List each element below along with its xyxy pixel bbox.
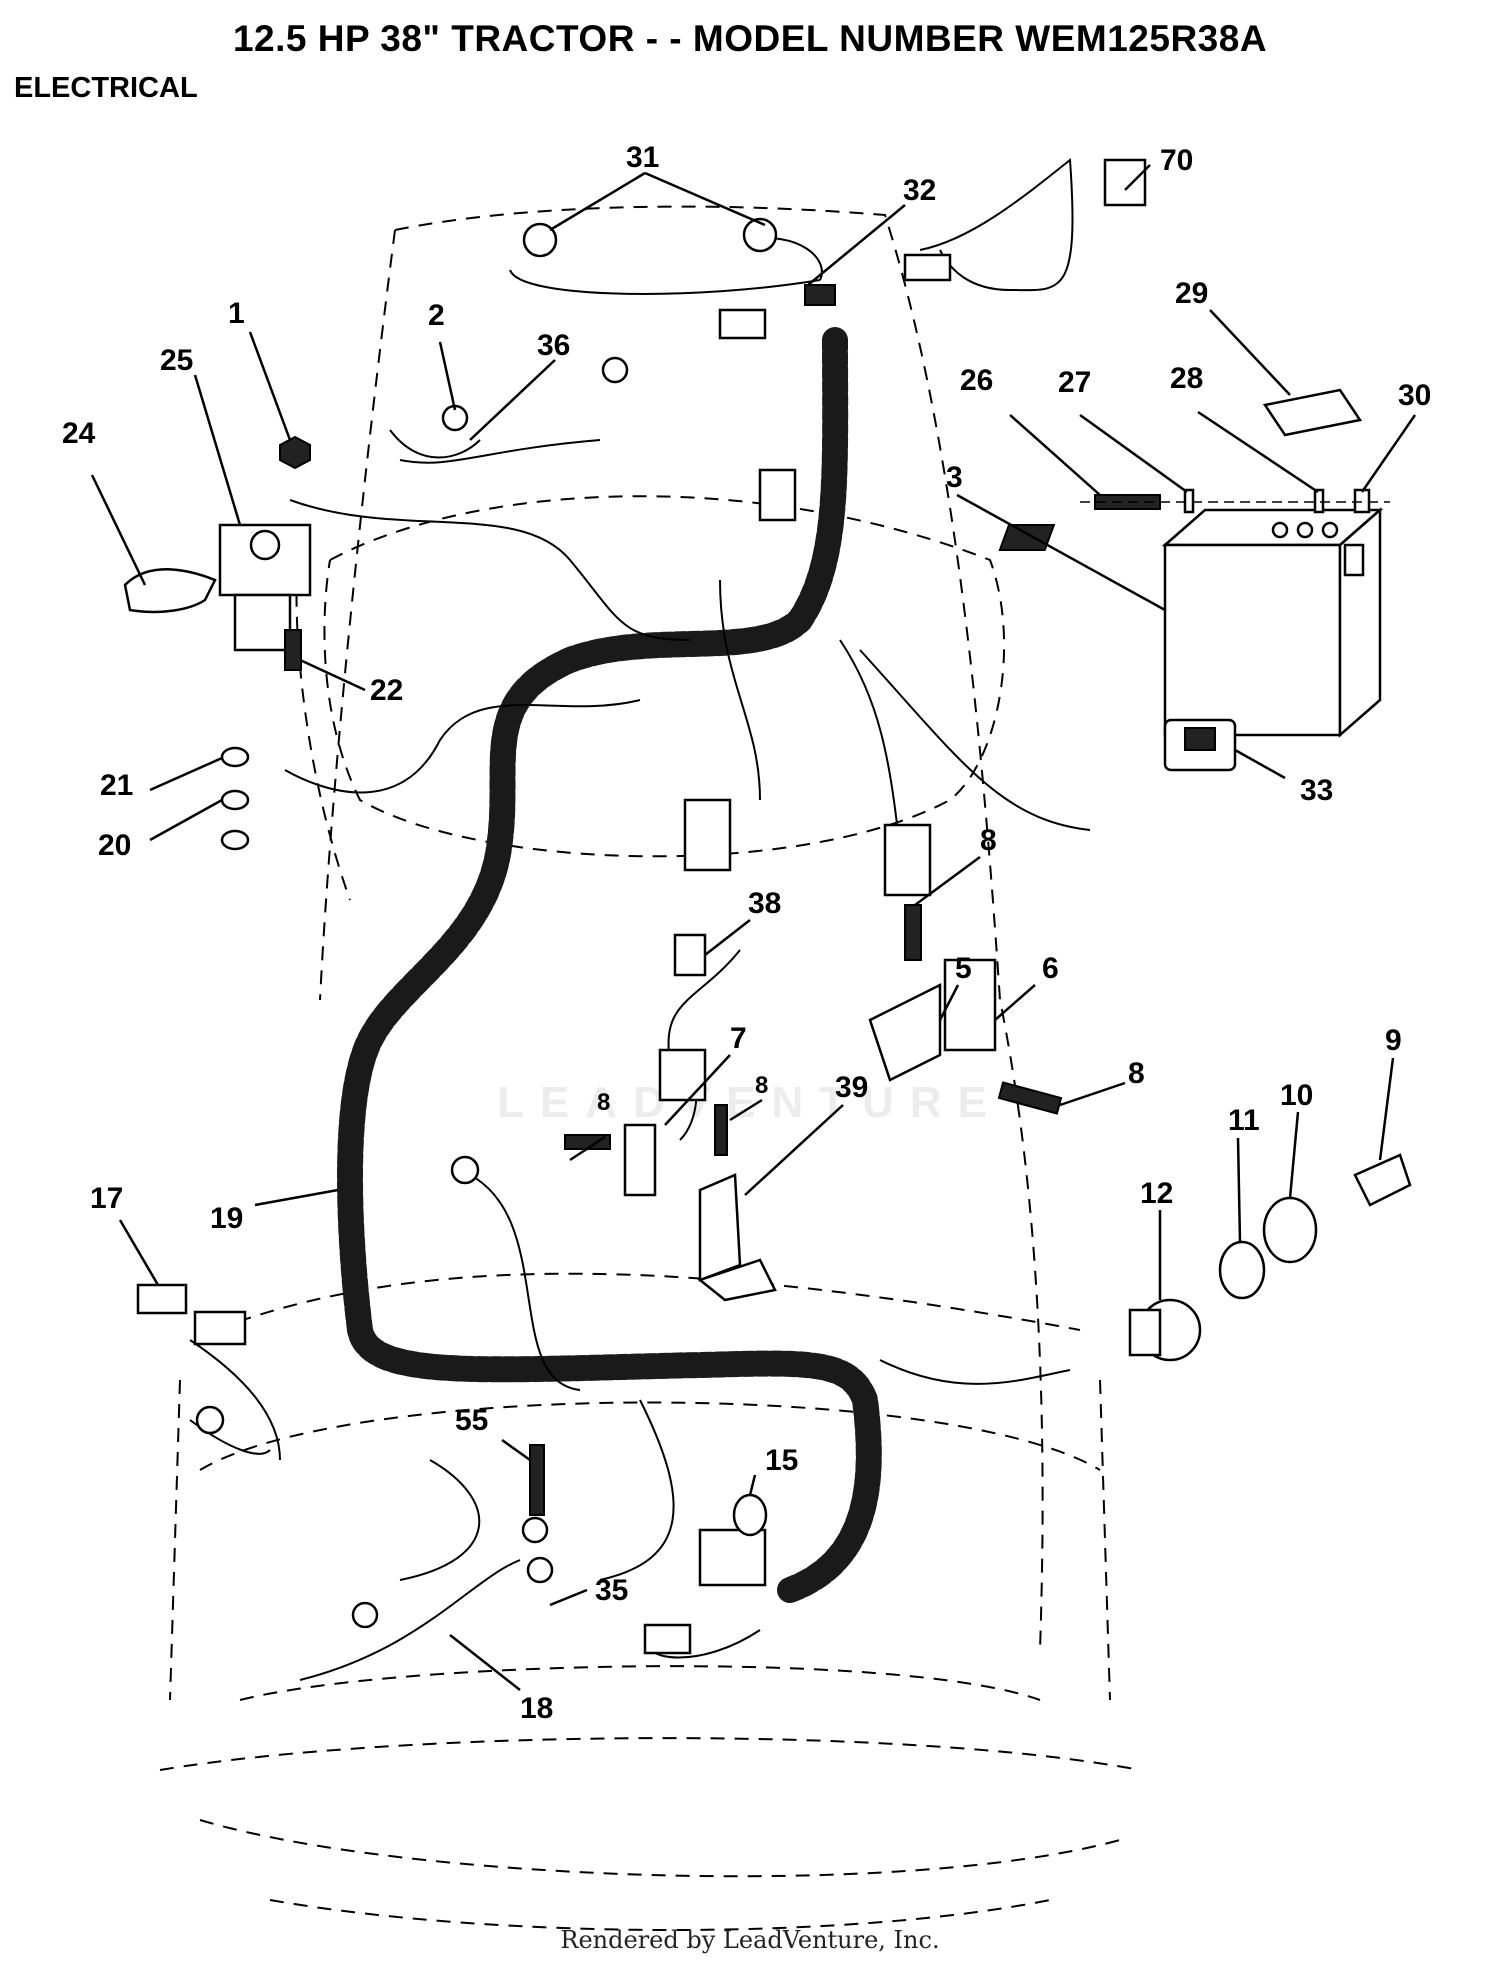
callout-28: 28 bbox=[1170, 362, 1203, 395]
bracket-5 bbox=[868, 982, 942, 1082]
callout-3: 3 bbox=[946, 461, 963, 494]
callout-8-top: 8 bbox=[980, 824, 997, 857]
seat-switch bbox=[643, 1493, 768, 1655]
callout-numbers: 31 32 70 29 2 36 1 25 24 26 27 28 30 3 2… bbox=[62, 141, 1431, 1725]
callout-38: 38 bbox=[748, 887, 781, 920]
callout-27: 27 bbox=[1058, 366, 1091, 399]
callout-36: 36 bbox=[537, 329, 570, 362]
callout-10: 10 bbox=[1280, 1079, 1313, 1112]
callout-6: 6 bbox=[1042, 952, 1059, 985]
callout-55: 55 bbox=[455, 1404, 488, 1437]
callout-24: 24 bbox=[62, 417, 96, 450]
callout-8-mid: 8 bbox=[755, 1072, 768, 1099]
callout-20: 20 bbox=[98, 829, 131, 862]
rocker-switch bbox=[1163, 718, 1237, 772]
watermark: LEADVENTURE bbox=[496, 1078, 1004, 1127]
callout-18: 18 bbox=[520, 1692, 553, 1725]
connector-c bbox=[883, 823, 932, 897]
bolt-22 bbox=[284, 629, 302, 671]
callout-32: 32 bbox=[903, 174, 936, 207]
battery bbox=[998, 507, 1384, 738]
battery-pad bbox=[1262, 388, 1363, 437]
connector-70b bbox=[903, 253, 952, 282]
bracket-39 bbox=[697, 1173, 777, 1302]
connector-38 bbox=[673, 933, 707, 977]
callout-29: 29 bbox=[1175, 277, 1208, 310]
callout-21: 21 bbox=[100, 769, 133, 802]
callout-11: 11 bbox=[1228, 1104, 1260, 1137]
switch-7 bbox=[623, 1123, 657, 1197]
callout-31: 31 bbox=[626, 141, 659, 174]
terminal-boot bbox=[123, 568, 217, 614]
thin-wires bbox=[189, 158, 1091, 1681]
callout-2: 2 bbox=[428, 299, 445, 332]
callout-9: 9 bbox=[1385, 1024, 1402, 1057]
fuse-holder bbox=[193, 1310, 247, 1346]
bolt-8d bbox=[997, 1081, 1063, 1115]
callout-26: 26 bbox=[960, 364, 993, 397]
wire-harness bbox=[337, 327, 882, 1603]
key-9 bbox=[1353, 1153, 1412, 1207]
nut-1 bbox=[279, 435, 311, 470]
callout-12: 12 bbox=[1140, 1177, 1173, 1210]
connector-70 bbox=[1103, 158, 1147, 207]
callout-39: 39 bbox=[835, 1071, 868, 1104]
connector-32 bbox=[718, 308, 767, 340]
footer-credit: Rendered by LeadVenture, Inc. bbox=[560, 1926, 940, 1954]
solenoid bbox=[218, 523, 312, 652]
callout-35: 35 bbox=[595, 1574, 628, 1607]
callout-25: 25 bbox=[160, 344, 193, 377]
callout-30: 30 bbox=[1398, 379, 1431, 412]
section-heading: ELECTRICAL bbox=[14, 72, 198, 104]
callout-5: 5 bbox=[955, 952, 972, 985]
battery-nut bbox=[1353, 488, 1371, 514]
relay-6 bbox=[943, 958, 997, 1052]
connector-32b bbox=[804, 284, 836, 306]
tractor-outline bbox=[159, 205, 1141, 1931]
callout-15: 15 bbox=[765, 1444, 798, 1477]
leader-lines bbox=[90, 164, 1417, 1691]
callout-70: 70 bbox=[1160, 144, 1193, 177]
callout-17: 17 bbox=[90, 1182, 123, 1215]
callout-7: 7 bbox=[730, 1022, 747, 1055]
page-title: 12.5 HP 38" TRACTOR - - MODEL NUMBER WEM… bbox=[232, 18, 1268, 59]
battery-washer bbox=[1183, 488, 1195, 514]
callout-8-right: 8 bbox=[1128, 1057, 1145, 1090]
callout-33: 33 bbox=[1300, 774, 1333, 807]
callout-19: 19 bbox=[210, 1202, 243, 1235]
callout-8-left: 8 bbox=[597, 1089, 610, 1116]
bezel-10 bbox=[1262, 1196, 1318, 1264]
ignition-switch bbox=[1128, 1298, 1202, 1362]
bolt-8a bbox=[904, 904, 922, 961]
connector-38b bbox=[658, 1048, 707, 1102]
bolt-55 bbox=[529, 1444, 545, 1516]
nut-11 bbox=[1218, 1240, 1266, 1300]
callout-1: 1 bbox=[228, 297, 245, 330]
parts bbox=[123, 158, 1412, 1655]
callout-22: 22 bbox=[370, 674, 403, 707]
bolt-8b bbox=[714, 1104, 728, 1156]
connector-a bbox=[758, 468, 797, 522]
connector-b bbox=[683, 798, 732, 872]
fuse-17 bbox=[136, 1283, 188, 1315]
battery-washer-2 bbox=[1313, 488, 1325, 514]
